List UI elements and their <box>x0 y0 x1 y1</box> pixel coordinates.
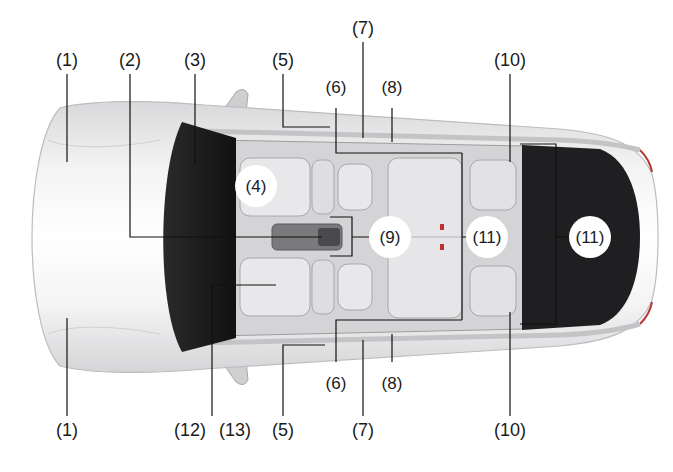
leader-lines <box>67 42 571 416</box>
leader-line <box>212 285 276 416</box>
leader-line <box>66 74 67 162</box>
callout-number: (11) <box>466 216 508 258</box>
leader-line <box>336 106 462 153</box>
callout-number: (7) <box>350 18 376 38</box>
callout-number: (12) <box>172 420 208 440</box>
bracket <box>520 144 571 324</box>
seat <box>312 160 334 214</box>
leader-line <box>391 334 392 364</box>
callout-number: (1) <box>54 420 80 440</box>
leader-line <box>362 42 363 138</box>
callout-number: (6) <box>315 66 357 108</box>
callout-number: (7) <box>350 420 376 440</box>
callout-number: (13) <box>217 420 253 440</box>
rear-seat <box>470 266 516 316</box>
rear-window <box>522 145 640 330</box>
callout-number: (8) <box>371 362 413 404</box>
callout-number: (10) <box>492 50 528 70</box>
seat <box>240 258 310 316</box>
seat <box>338 164 372 210</box>
leader-line <box>130 74 322 237</box>
interior <box>215 140 525 336</box>
bracket <box>330 217 371 256</box>
hood-line <box>48 327 160 334</box>
leader-line <box>391 106 392 142</box>
leader-line <box>336 320 462 364</box>
callout-number: (8) <box>371 66 413 108</box>
belt-buckle <box>440 244 444 250</box>
car-body <box>32 102 658 373</box>
rear-seat <box>470 160 516 210</box>
belt-buckle <box>440 224 444 230</box>
leader-line <box>194 74 195 165</box>
leader-line <box>509 312 510 416</box>
callout-number: (5) <box>270 420 296 440</box>
callout-number: (9) <box>369 216 411 258</box>
hood-line <box>48 140 160 147</box>
leader-line <box>66 318 67 416</box>
callout-number: (10) <box>492 420 528 440</box>
callout-number: (1) <box>54 50 80 70</box>
seat <box>338 264 372 310</box>
seat <box>312 260 334 314</box>
callout-number: (11) <box>569 216 611 258</box>
callout-number: (5) <box>270 50 296 70</box>
callout-number: (4) <box>235 165 277 207</box>
callout-number: (2) <box>117 50 143 70</box>
tail-light <box>640 150 652 172</box>
callout-number: (3) <box>182 50 208 70</box>
callout-number: (6) <box>315 362 357 404</box>
leader-line <box>362 340 363 416</box>
leader-line <box>509 74 510 162</box>
tail-light <box>640 302 652 324</box>
